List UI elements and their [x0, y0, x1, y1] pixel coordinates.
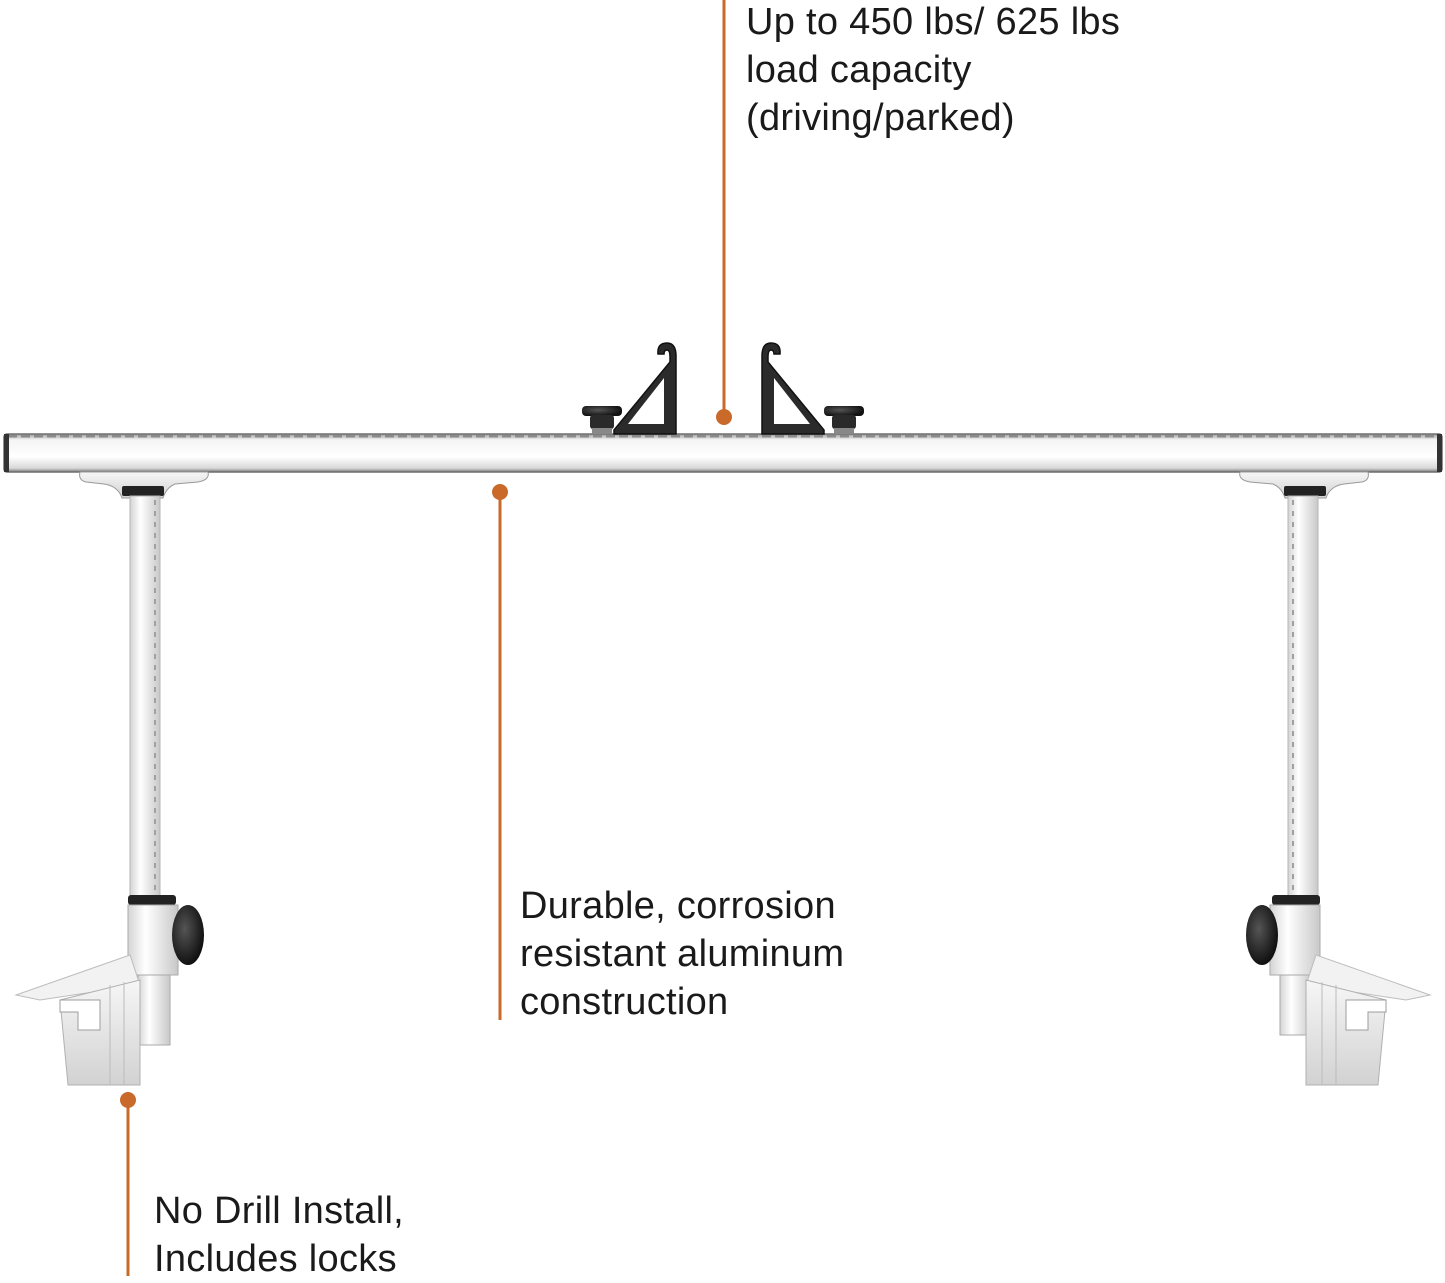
tie-down-bracket-left [582, 342, 677, 435]
callout-line: No Drill Install, [154, 1190, 405, 1232]
leg-left [14, 471, 209, 1086]
crossbar [3, 433, 1443, 473]
callout-line: resistant aluminum [520, 933, 845, 975]
callout-line: construction [520, 981, 729, 1023]
callout-leader-aluminum [492, 484, 508, 1020]
callout-no-drill-install: No Drill Install, Includes locks [154, 1187, 404, 1283]
callout-line: load capacity [746, 49, 972, 91]
callout-line: (driving/parked) [746, 97, 1015, 139]
callout-line: Durable, corrosion [520, 885, 836, 927]
callout-aluminum-construction: Durable, corrosion resistant aluminum co… [520, 882, 844, 1026]
leg-right [1239, 471, 1432, 1086]
tie-down-bracket-right [761, 342, 864, 435]
callout-load-capacity: Up to 450 lbs/ 625 lbs load capacity (dr… [746, 0, 1120, 142]
callout-line: Up to 450 lbs/ 625 lbs [746, 1, 1121, 43]
callout-leader-no-drill [120, 1092, 136, 1276]
callout-leader-load-capacity [716, 0, 732, 425]
callout-line: Includes locks [154, 1238, 397, 1280]
